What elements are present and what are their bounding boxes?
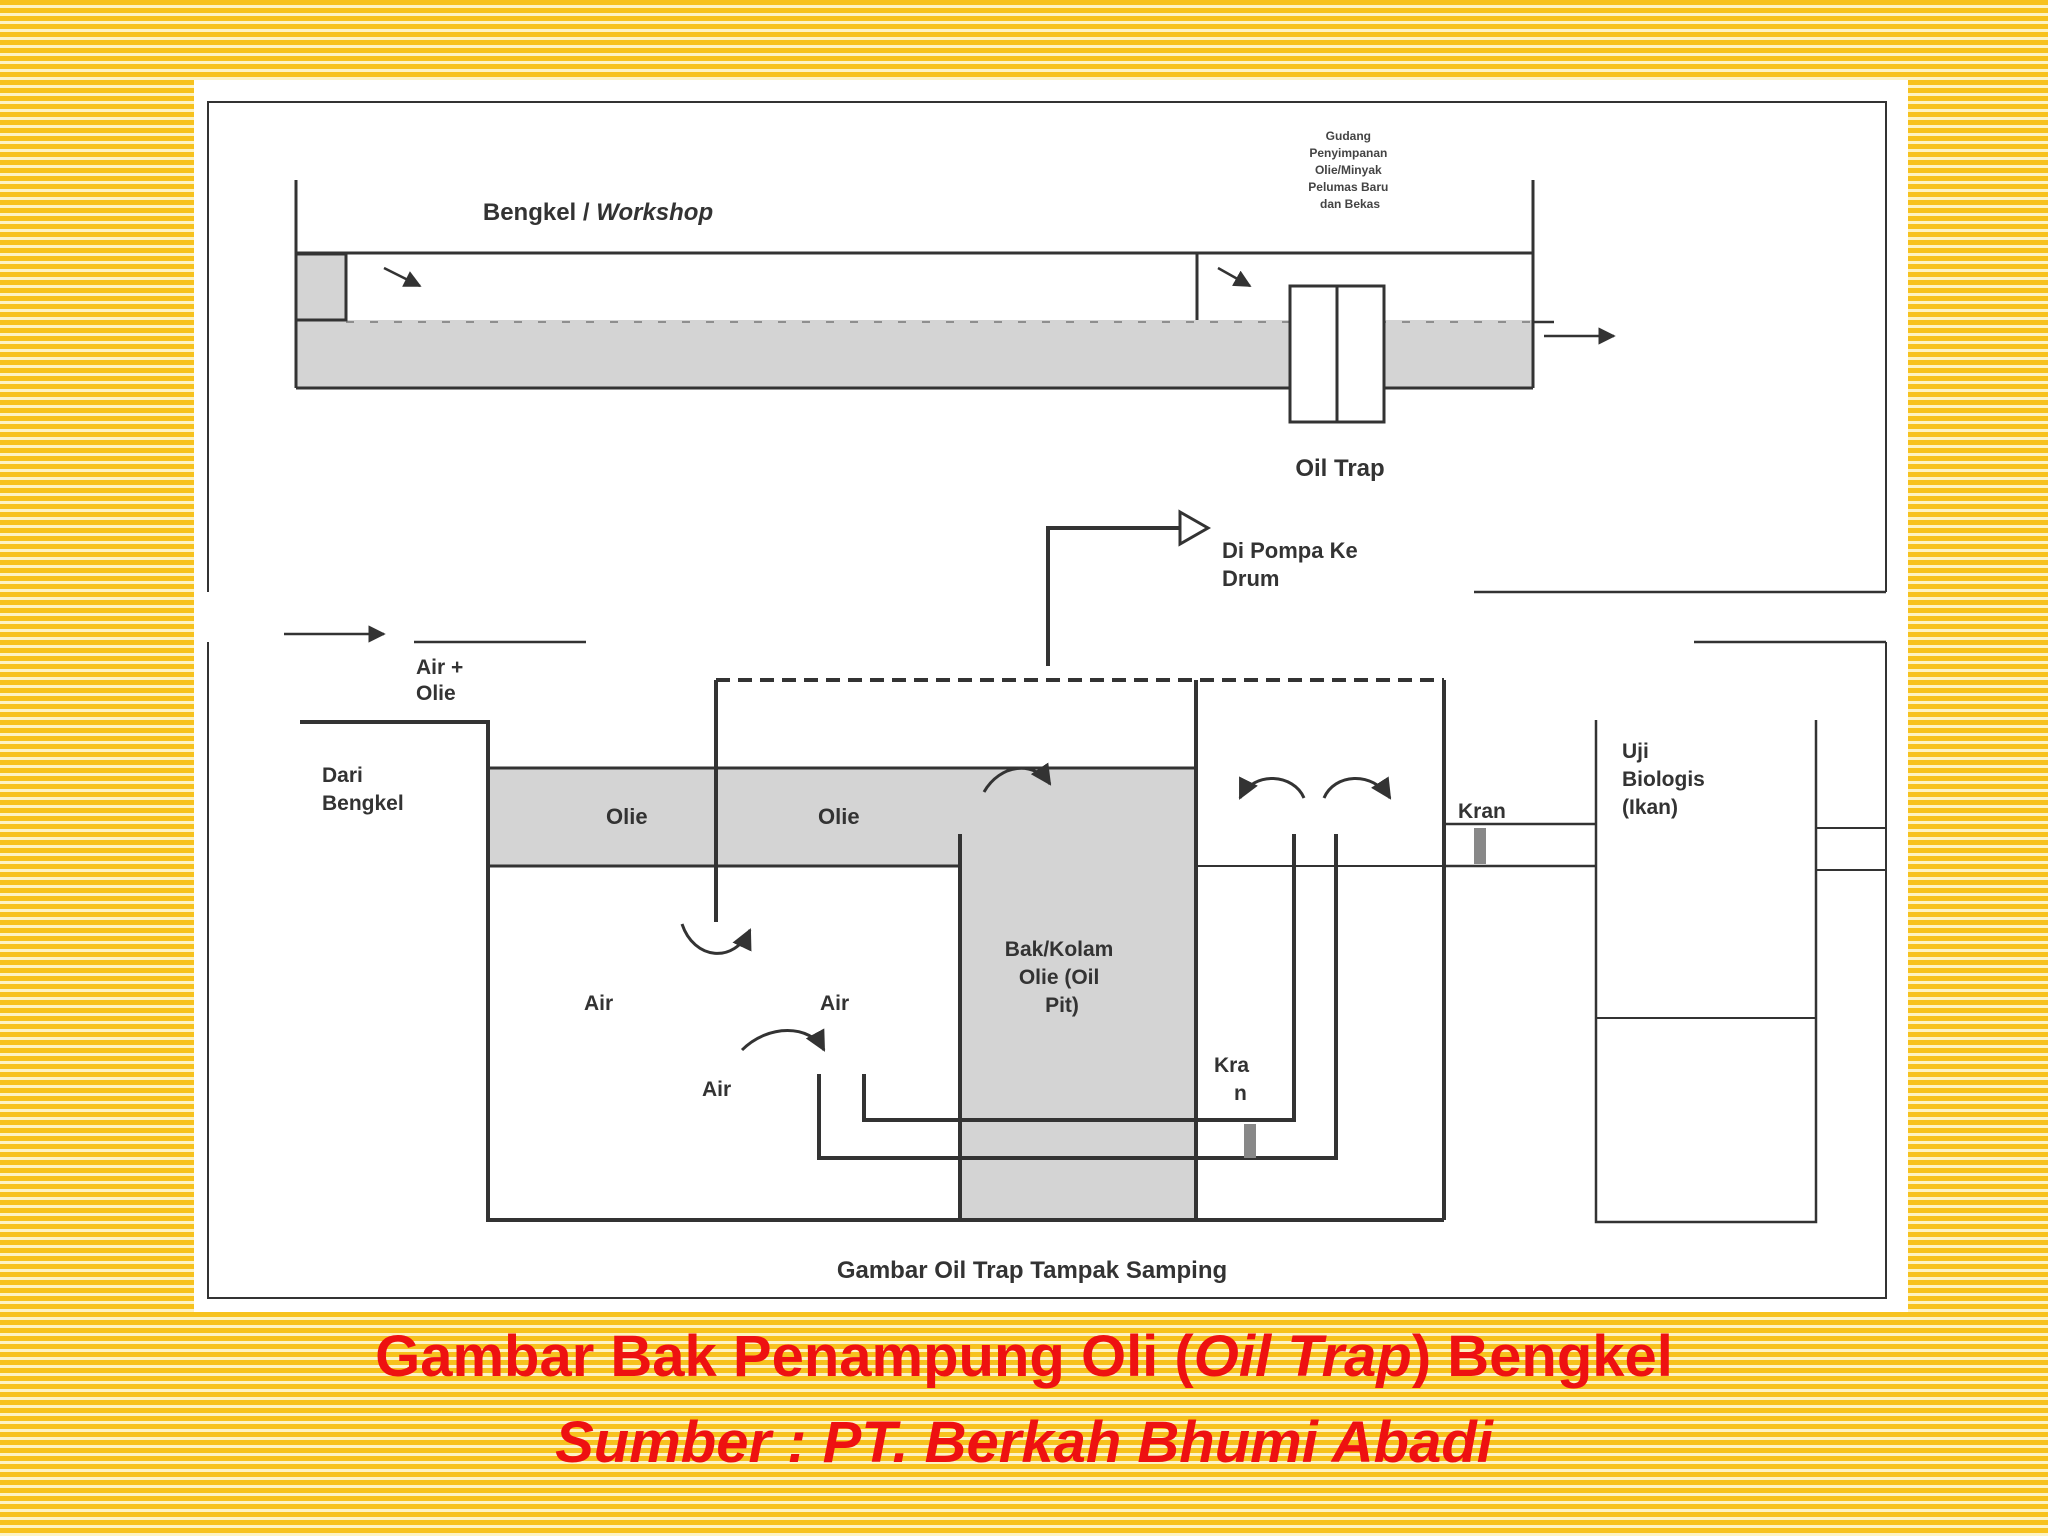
kran-label-top: Kran bbox=[1458, 800, 1506, 823]
oil-trap-diagram: Bengkel / Workshop Gudang Penyimpanan Ol… bbox=[194, 80, 1908, 1312]
channel-left-block bbox=[294, 252, 348, 322]
storage-label: Gudang Penyimpanan Olie/Minyak Pelumas B… bbox=[1308, 129, 1391, 211]
inflow-label: Air + Olie bbox=[416, 656, 469, 705]
olie-layer bbox=[488, 768, 960, 866]
flow-arrow-2 bbox=[1217, 266, 1252, 288]
side-frame bbox=[207, 642, 1887, 1299]
air-label-1: Air bbox=[584, 992, 613, 1015]
slide-caption-title: Gambar Bak Penampung Oli (Oil Trap) Beng… bbox=[375, 1324, 1673, 1389]
diagram-svg: Bengkel / Workshop Gudang Penyimpanan Ol… bbox=[207, 101, 1887, 1299]
slide-caption-source: Sumber : PT. Berkah Bhumi Abadi bbox=[555, 1410, 1493, 1475]
valve-bottom bbox=[1244, 1124, 1256, 1158]
oil-trap-label: Oil Trap bbox=[1295, 455, 1384, 482]
flow-curve-3 bbox=[982, 762, 1052, 793]
oil-pit-label: Bak/Kolam Olie (Oil Pit) bbox=[1005, 938, 1119, 1017]
kran-label-bottom: Kra n bbox=[1214, 1054, 1255, 1105]
side-view-caption: Gambar Oil Trap Tampak Samping bbox=[837, 1257, 1227, 1284]
valve-top bbox=[1474, 828, 1486, 864]
flow-curve-2 bbox=[740, 1028, 826, 1052]
flow-curve-1 bbox=[680, 923, 752, 955]
bio-test-label: Uji Biologis (Ikan) bbox=[1622, 740, 1711, 819]
pump-label: Di Pompa Ke Drum bbox=[1222, 538, 1364, 591]
fish-tank bbox=[1594, 720, 1818, 1224]
air-label-2: Air bbox=[820, 992, 849, 1015]
flow-arrow-1 bbox=[383, 266, 422, 288]
oil-pit-fill bbox=[960, 768, 1196, 1220]
olie-label-2: Olie bbox=[818, 804, 860, 829]
flow-curve-4 bbox=[1238, 776, 1306, 800]
pump-pipe: Di Pompa Ke Drum bbox=[1046, 509, 1364, 666]
side-view: Air + Olie Dari Bengkel Olie Olie Air Ai… bbox=[207, 590, 1887, 1299]
from-workshop-label: Dari Bengkel bbox=[322, 764, 404, 815]
flow-curve-5 bbox=[1322, 776, 1392, 800]
air-label-3: Air bbox=[702, 1078, 731, 1101]
olie-label-1: Olie bbox=[606, 804, 648, 829]
top-view: Bengkel / Workshop Gudang Penyimpanan Ol… bbox=[207, 101, 1887, 592]
top-frame bbox=[207, 101, 1887, 592]
workshop-label: Bengkel / Workshop bbox=[483, 199, 713, 226]
